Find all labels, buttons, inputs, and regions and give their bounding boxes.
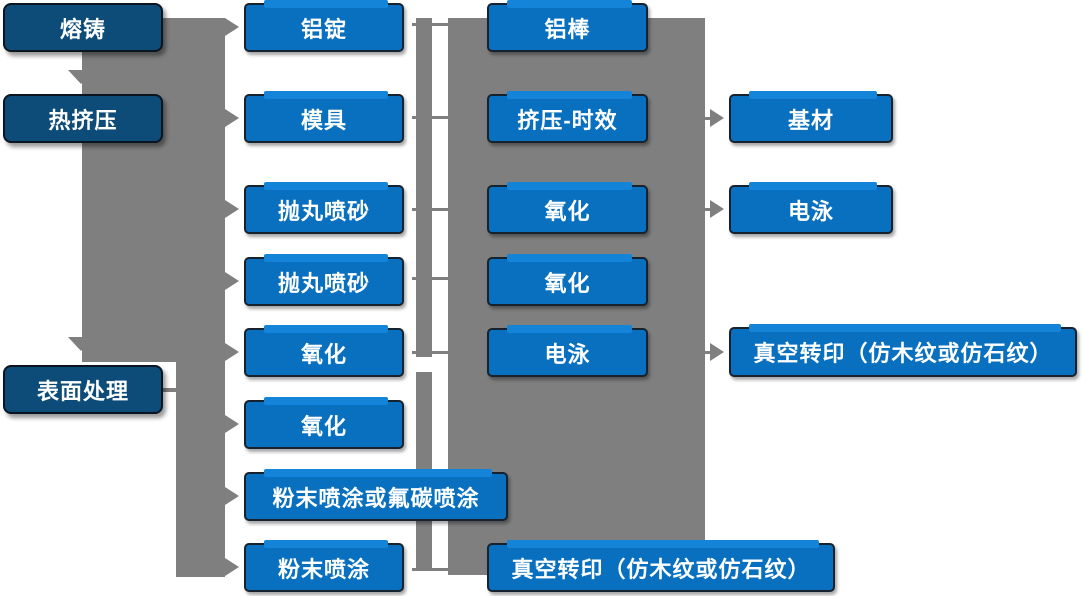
node-electrophoresis-2: 电泳: [729, 182, 893, 234]
arrow-right-icon: [710, 200, 724, 218]
connector-line: [412, 208, 452, 211]
node-shot-blasting-1: 抛丸喷砂: [244, 182, 404, 234]
connector-line: [412, 277, 452, 280]
arrow-right-icon: [225, 487, 239, 505]
arrow-right-icon: [225, 415, 239, 433]
flow-band-left-upper: [82, 18, 225, 362]
node-aluminum-ingot: 铝锭: [244, 0, 404, 52]
node-extrusion-aging: 挤压-时效: [487, 91, 648, 143]
connector-line: [412, 116, 452, 119]
arrow-down-icon: [68, 337, 94, 351]
node-mold: 模具: [244, 91, 404, 143]
node-substrate: 基材: [729, 91, 893, 143]
node-electrophoresis-1: 电泳: [487, 325, 648, 377]
connector-line: [412, 351, 452, 354]
arrow-right-icon: [225, 109, 239, 127]
node-melting-casting: 熔铸: [3, 3, 163, 52]
flow-band-left-lower: [176, 355, 225, 577]
flow-band-middle-upper: [416, 18, 432, 357]
arrow-right-icon: [225, 18, 239, 36]
node-oxidation-3: 氧化: [487, 182, 648, 234]
connector-line: [705, 208, 714, 211]
connector-line: [412, 23, 452, 26]
connector-surface-treatment: [163, 388, 178, 392]
connector-line: [705, 351, 714, 354]
node-aluminum-rod: 铝棒: [487, 0, 648, 52]
node-oxidation-4: 氧化: [487, 254, 648, 306]
arrow-right-icon: [225, 272, 239, 290]
node-vacuum-transfer-print-1: 真空转印（仿木纹或仿石纹）: [487, 540, 835, 592]
arrow-right-icon: [225, 200, 239, 218]
arrow-right-icon: [710, 109, 724, 127]
arrow-right-icon: [225, 558, 239, 576]
node-hot-extrusion: 热挤压: [3, 94, 163, 143]
arrow-right-icon: [710, 343, 724, 361]
node-powder-or-fluorocarbon-coating: 粉末喷涂或氟碳喷涂: [244, 469, 508, 521]
node-powder-coating: 粉末喷涂: [244, 540, 404, 592]
arrow-down-icon: [68, 70, 94, 84]
node-shot-blasting-2: 抛丸喷砂: [244, 254, 404, 306]
connector-line: [705, 117, 714, 120]
node-oxidation-2: 氧化: [244, 397, 404, 449]
node-vacuum-transfer-print-2: 真空转印（仿木纹或仿石纹）: [729, 324, 1077, 377]
arrow-right-icon: [225, 343, 239, 361]
node-oxidation-1: 氧化: [244, 325, 404, 377]
node-surface-treatment: 表面处理: [3, 365, 163, 414]
connector-line: [412, 568, 452, 571]
